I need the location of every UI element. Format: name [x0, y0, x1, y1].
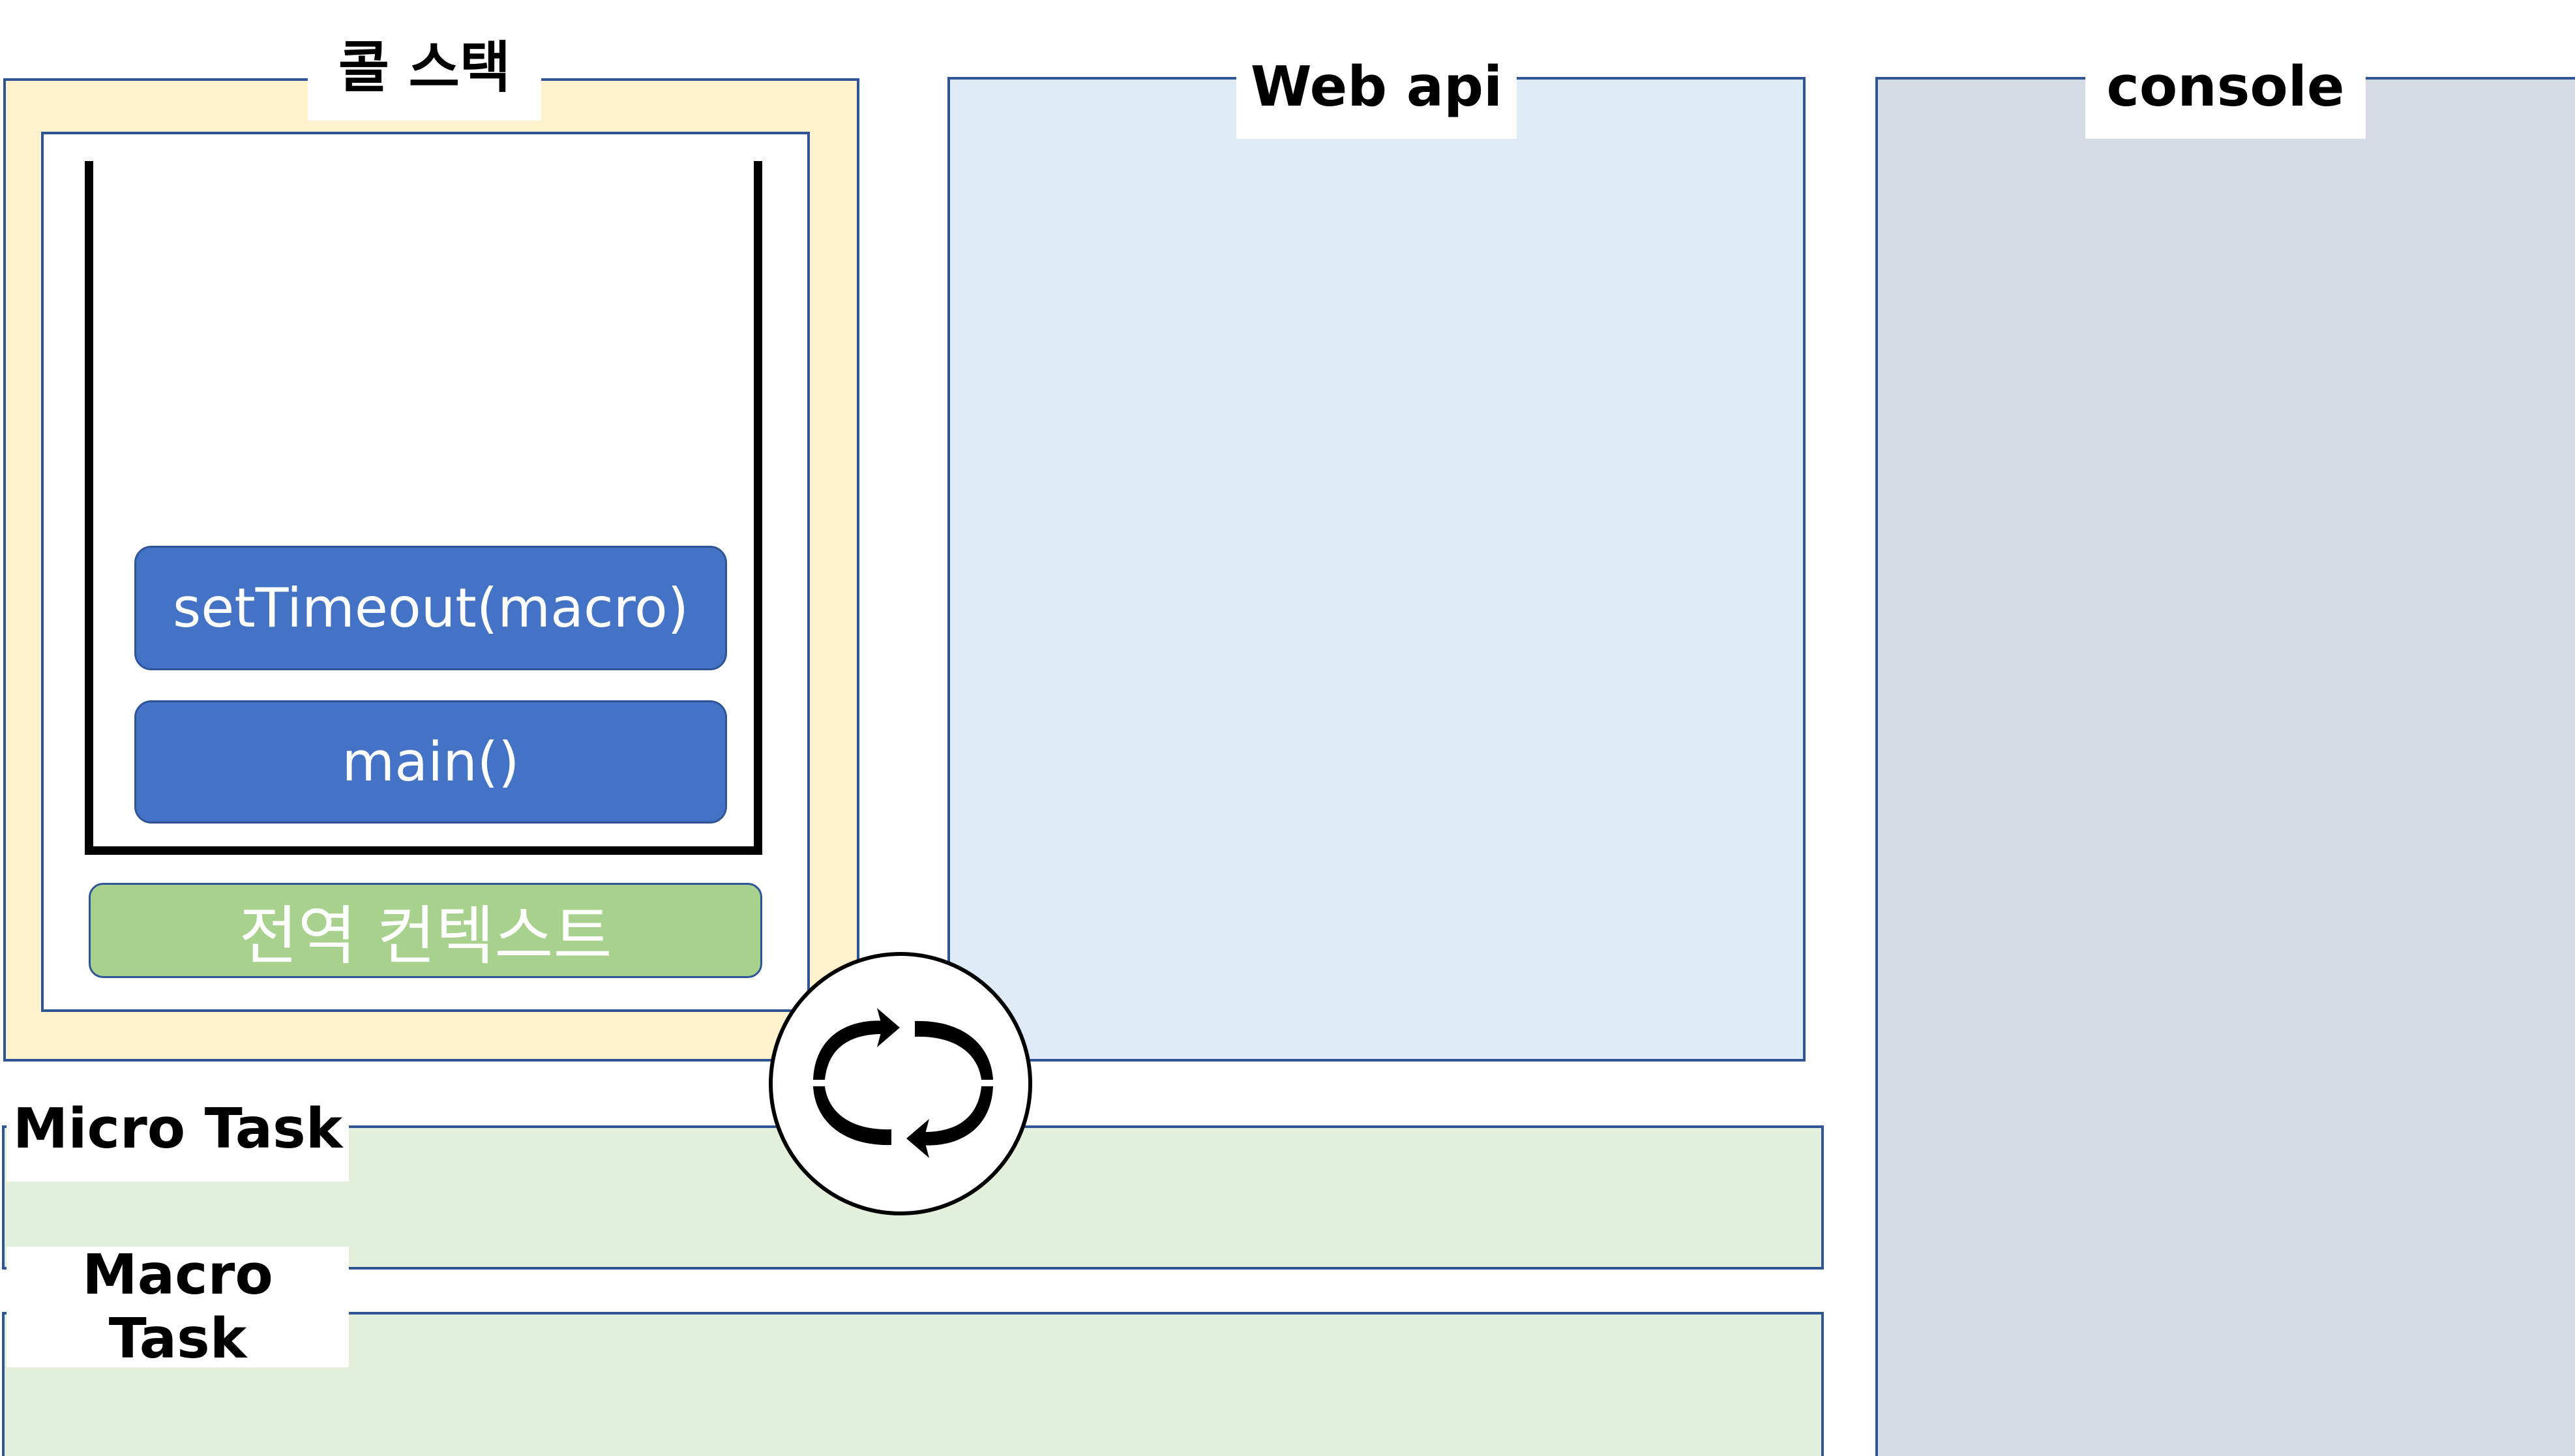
stack-frame-settimeout: setTimeout(macro) — [134, 546, 727, 670]
global-context-block: 전역 컨텍스트 — [89, 883, 762, 978]
micro-task-title: Micro Task — [7, 1077, 349, 1181]
event-loop-circle — [769, 952, 1032, 1215]
stack-frame-right-wall — [754, 161, 762, 855]
call-stack-title: 콜 스택 — [308, 16, 541, 121]
refresh-cycle-icon — [813, 1008, 993, 1158]
macro-task-title: Macro Task — [7, 1243, 349, 1371]
web-api-title: Web api — [1236, 36, 1517, 139]
stack-frame-bottom — [85, 846, 762, 855]
stack-frame-left-wall — [85, 161, 93, 855]
web-api-panel — [947, 77, 1806, 1062]
stack-frame-main: main() — [134, 700, 727, 824]
console-title: console — [2085, 36, 2366, 139]
console-panel — [1875, 77, 2575, 1456]
